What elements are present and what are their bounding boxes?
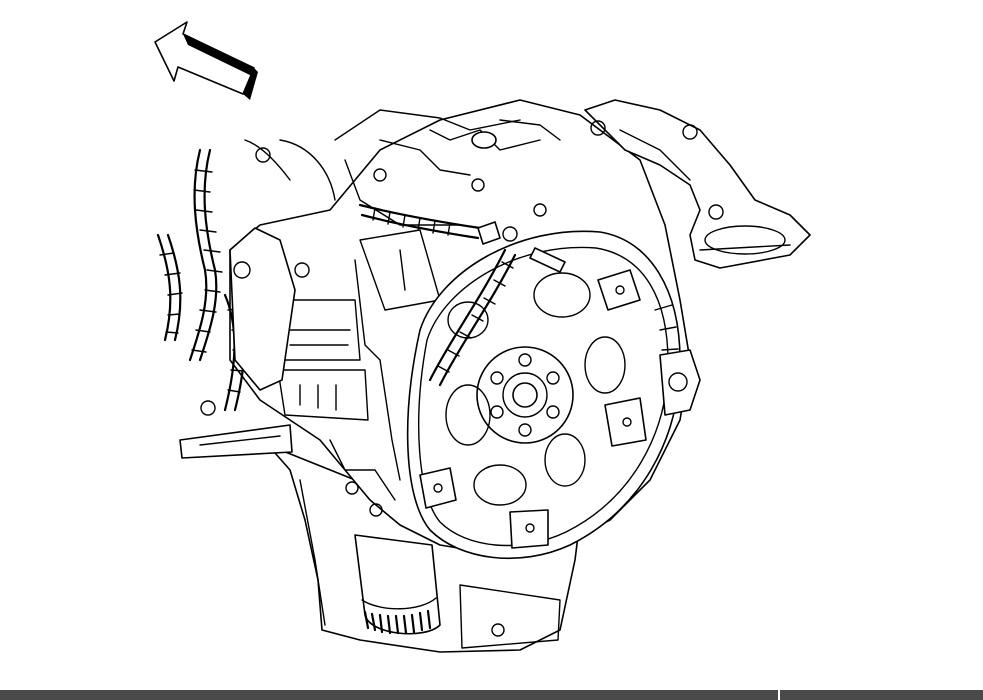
oil-filter <box>355 535 440 634</box>
engine-mount-right <box>660 350 700 415</box>
exhaust-manifold <box>585 100 810 268</box>
left-bracket <box>180 140 335 458</box>
footer-bar <box>0 690 983 700</box>
flexplate <box>408 231 680 558</box>
front-direction-arrow-icon <box>155 22 258 100</box>
footer-divider <box>778 690 780 700</box>
